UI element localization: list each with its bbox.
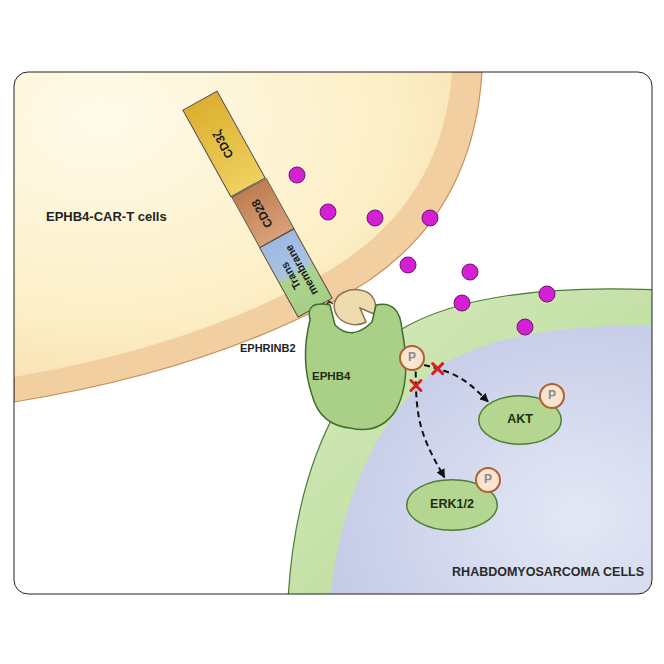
phospho-site-shape (400, 346, 424, 370)
ephb4-receptor-shape (305, 304, 405, 430)
ephrinb2-ligand: EPHRINB2 (330, 288, 378, 326)
inhibition-cross (411, 381, 421, 391)
akt-protein: AKTP (478, 395, 562, 445)
inhibition-cross (433, 364, 443, 374)
phospho-site: P (475, 467, 501, 493)
cells (14, 72, 652, 594)
erk-protein-label: ERK1/2 (430, 498, 474, 512)
ephrinb2-ligand-outline (330, 288, 378, 326)
panel-border (14, 72, 652, 594)
cd3z-domain-label: CD3ζ (211, 128, 237, 160)
cd28-domain-label: CD28 (250, 196, 276, 229)
cytokine-dot (539, 286, 555, 302)
cytokine-dot (517, 319, 533, 335)
ephb4-receptor-outline (300, 300, 410, 430)
phospho-site-label: P (484, 473, 492, 486)
ephrinb2-ligand-label: EPHRINB2 (240, 342, 296, 354)
rhabdo-membrane (288, 289, 652, 594)
ephb4-receptor: EPHB4P (300, 300, 410, 430)
phospho-site-shape (476, 468, 500, 492)
t-cell-membrane (14, 72, 482, 402)
cytokine-dot (422, 210, 438, 226)
phospho-site-label: P (548, 389, 556, 402)
rhabdomyosarcoma-cell: RHABDOMYOSARCOMA CELLSEPHB4PAKTPERK1/2P (290, 290, 652, 594)
ephrinb2-ligand-shape (334, 290, 375, 325)
phospho-site-shape (540, 384, 564, 408)
phospho-site: P (399, 345, 425, 371)
akt-protein-label: AKT (507, 413, 533, 427)
t-cell-label: EPHB4-CAR-T cells (46, 210, 167, 224)
phospho-site: P (539, 383, 565, 409)
cytokine-dot (400, 257, 416, 273)
transmembrane-domain-label: Trans membrane (268, 236, 324, 311)
cytokine-dot (454, 295, 470, 311)
cytokine-dot (367, 210, 383, 226)
erk-protein: ERK1/2P (406, 479, 498, 531)
cytokine-dot (462, 264, 478, 280)
rhabdomyosarcoma-cell-label: RHABDOMYOSARCOMA CELLS (452, 566, 644, 580)
phospho-site-label: P (408, 351, 416, 364)
signal-arrow (416, 372, 445, 478)
cd3z-domain: CD3ζ (182, 91, 265, 198)
cytokine-dot (289, 167, 305, 183)
cytokine-dot (320, 204, 336, 220)
ephb4-receptor-label: EPHB4 (312, 370, 350, 383)
